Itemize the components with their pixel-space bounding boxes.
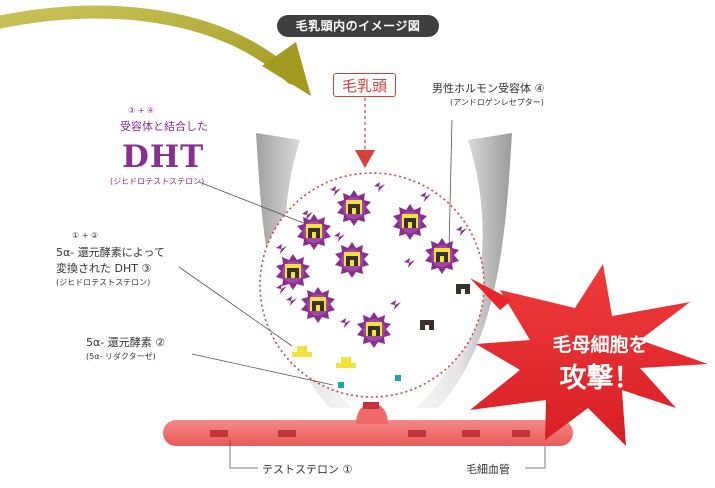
free-dht (292, 346, 356, 368)
dht-molecule (292, 346, 312, 357)
capillary-vessel (163, 402, 573, 446)
dht-receptor-complexes (276, 190, 459, 348)
attack-line2: 攻撃！ (559, 363, 641, 394)
leader-lines (178, 119, 546, 469)
capillary-label: 毛細血管 (466, 463, 510, 476)
enzyme (338, 382, 344, 388)
activity-sparks (276, 182, 467, 328)
papilla-arrow (355, 98, 375, 168)
testosterone-label: テストステロン ① (262, 463, 353, 476)
dht-complex (335, 242, 369, 278)
dht-molecule (336, 357, 356, 368)
dht-complex (425, 238, 459, 274)
receptor (420, 320, 434, 330)
converted-pre-label: ① + ② (72, 231, 99, 240)
dht-sublabel: (ジヒドロテストステロン) (110, 177, 205, 186)
follicle-sheath (256, 133, 512, 408)
attack-burst (470, 264, 708, 446)
dht-complex (301, 287, 335, 323)
diagram-title: 毛乳頭内のイメージ図 (277, 15, 439, 37)
dht-complex (276, 254, 310, 290)
converted-line2: 変換された DHT ③ (56, 262, 152, 275)
receptor-sublabel: (アンドロゲンレセプター) (450, 98, 544, 107)
reductase-enzymes (338, 375, 401, 388)
dht-pre-label: ③ + ④ (128, 106, 155, 115)
enzyme-sublabel: (5α- リダクターゼ) (86, 352, 156, 361)
enzyme (395, 375, 401, 381)
dht-title: DHT (122, 139, 205, 175)
attack-line1: 毛母細胞を (552, 334, 648, 356)
dht-caption: 受容体と結合した (120, 120, 208, 133)
converted-line1: 5α- 還元酵素によって (56, 246, 165, 259)
converted-sublabel: (ジヒドロテストステロン) (56, 278, 151, 287)
dht-complex (297, 214, 331, 250)
receptor-label: 男性ホルモン受容体 ④ (432, 82, 545, 95)
dht-complex (357, 312, 391, 348)
dht-complex (337, 190, 371, 226)
pointer-arrow (0, 5, 311, 96)
papilla-label: 毛乳頭 (333, 73, 396, 97)
enzyme-label: 5α- 還元酵素 ② (86, 336, 166, 349)
free-receptors (420, 284, 470, 330)
receptor (456, 284, 470, 294)
dht-complex (393, 204, 427, 240)
